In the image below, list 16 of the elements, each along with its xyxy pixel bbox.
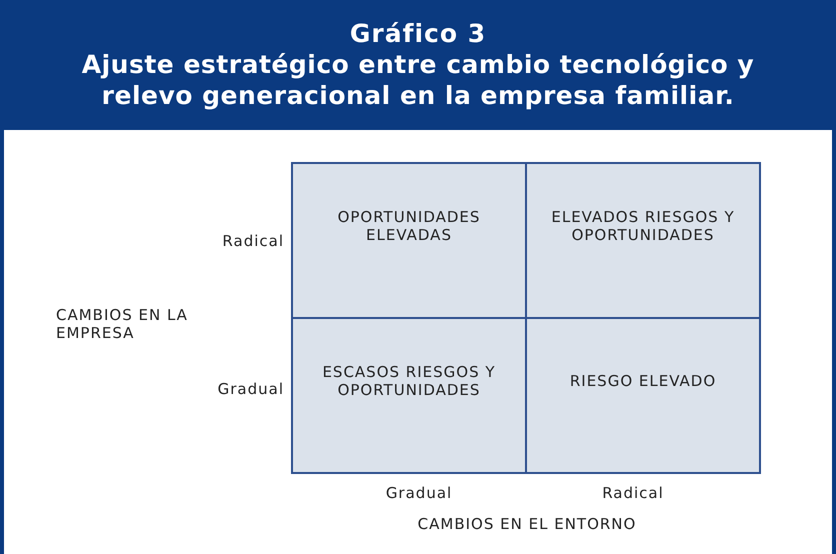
quadrant-label: OPORTUNIDADES ELEVADAS (336, 208, 482, 244)
axis-label: Radical (601, 484, 665, 502)
matrix-quadrant (291, 317, 527, 474)
axis-label: Radical (222, 232, 284, 250)
quadrant-label: ELEVADOS RIESGOS Y OPORTUNIDADES (550, 208, 736, 244)
quadrant-label: RIESGO ELEVADO (570, 372, 716, 390)
axis-label: CAMBIOS EN EL ENTORNO (416, 515, 638, 533)
axis-label: CAMBIOS EN LA EMPRESA (56, 306, 189, 342)
figure-number: Gráfico 3 (350, 19, 486, 49)
title: Ajuste estratégico entre cambio tecnológico y relevo generacional en la empresa familiar. (80, 49, 756, 111)
axis-label: Gradual (384, 484, 454, 502)
matrix-quadrant (525, 162, 761, 319)
quadrant-label: ESCASOS RIESGOS Y OPORTUNIDADES (321, 362, 497, 398)
matrix-quadrant (525, 317, 761, 474)
axis-label: Gradual (218, 380, 284, 398)
matrix-quadrant (291, 162, 527, 319)
